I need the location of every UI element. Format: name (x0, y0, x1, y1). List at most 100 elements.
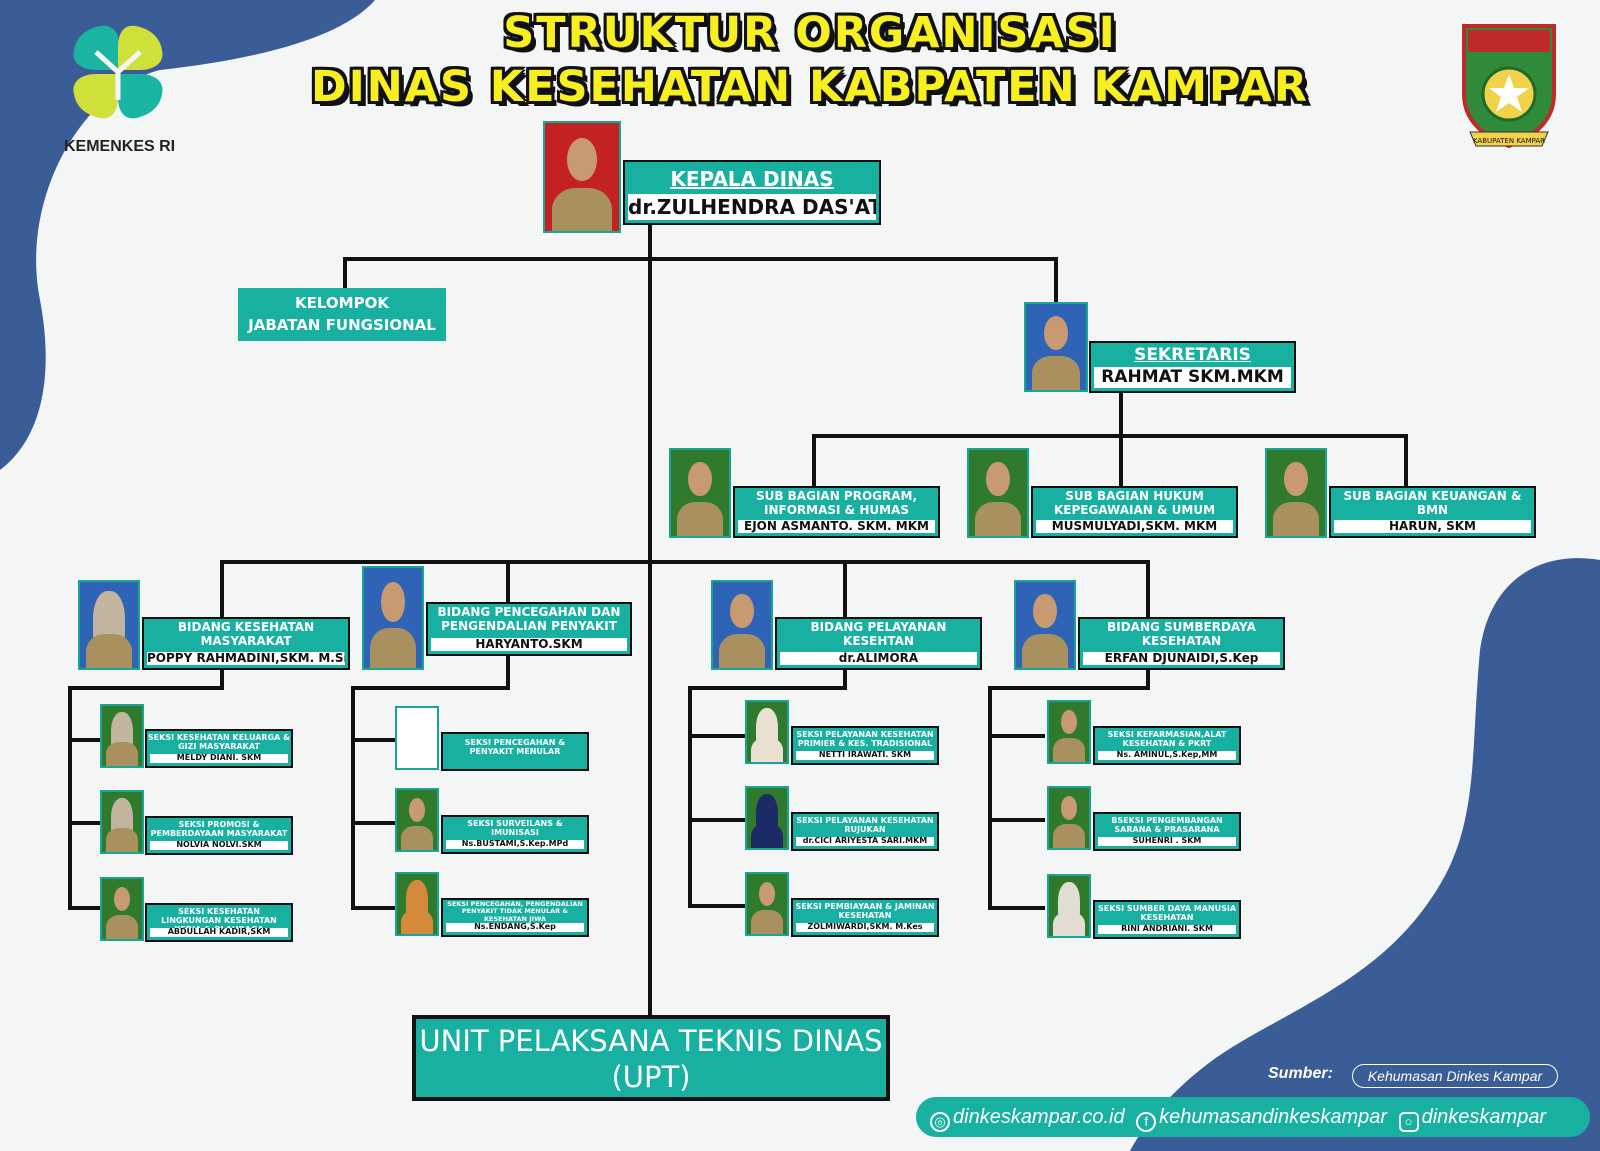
seksi-box: SEKSI SURVEILANS & IMUNISASI Ns.BUSTAMI,… (441, 815, 589, 854)
seksi-photo (1047, 874, 1091, 938)
seksi-box: BSEKSI PENGEMBANGAN SARANA & PRASARANA S… (1093, 812, 1241, 851)
instagram-link[interactable]: dinkeskampar (1421, 1106, 1547, 1128)
seksi-label: SEKSI PENCEGAHAN & PENYAKIT MENULAR (464, 738, 566, 757)
chart-title-line1: STRUKTUR ORGANISASI (503, 8, 1117, 58)
website-link[interactable]: dinkeskampar.co.id (953, 1106, 1125, 1128)
sub-bagian-photo (967, 448, 1029, 538)
bidang-label: BIDANG SUMBERDAYA KESEHATAN (1107, 620, 1256, 648)
bidang-photo (711, 580, 773, 670)
bidang-box: BIDANG SUMBERDAYA KESEHATAN ERFAN DJUNAI… (1078, 617, 1285, 670)
seksi-box: SEKSI SUMBER DAYA MANUSIA KESEHATAN RINI… (1093, 900, 1241, 939)
seksi-name: ZOLMIWARDI,SKM. M.Kes (796, 923, 934, 932)
bidang-name: ERFAN DJUNAIDI,S.Kep (1083, 651, 1280, 665)
seksi-name: MELDY DIANI. SKM (150, 754, 288, 763)
bidang-photo (1014, 580, 1076, 670)
bidang-photo (362, 566, 424, 670)
bidang-box: BIDANG PELAYANAN KESEHTAN dr.ALIMORA (775, 617, 982, 670)
seksi-photo-empty (395, 706, 439, 770)
seksi-name: Ns.ENDANG,S.Kep (446, 923, 584, 932)
bidang-label: BIDANG KESEHATAN MASYARAKAT (177, 620, 315, 648)
chart-title-line2: DINAS KESEHATAN KABPATEN KAMPAR (311, 62, 1309, 112)
seksi-label: SEKSI PEMBIAYAAN & JAMINAN KESEHATAN (795, 902, 935, 921)
top-left-blob (0, 0, 375, 470)
seksi-name: SUHENRI . SKM (1098, 837, 1236, 846)
source-label: Sumber: (1268, 1065, 1333, 1082)
seksi-label: SEKSI KESEHATAN KELUARGA & GIZI MASYARAK… (147, 733, 291, 752)
seksi-photo (100, 704, 144, 768)
seksi-photo (1047, 786, 1091, 850)
bidang-box: BIDANG KESEHATAN MASYARAKAT POPPY RAHMAD… (142, 617, 350, 670)
seksi-name: RINI ANDRIANI. SKM (1098, 925, 1236, 934)
bidang-name: HARYANTO.SKM (431, 637, 627, 651)
seksi-name: dr.CICI ARIYESTA SARI.MKM (796, 837, 934, 846)
seksi-box: SEKSI PELAYANAN KESEHATAN RUJUKAN dr.CIC… (791, 812, 939, 851)
seksi-label: BSEKSI PENGEMBANGAN SARANA & PRASARANA (1111, 816, 1223, 835)
seksi-photo (395, 872, 439, 936)
seksi-photo (100, 877, 144, 941)
secretary-box: SEKRETARIS RAHMAT SKM.MKM (1089, 341, 1296, 393)
sub-bagian-box: SUB BAGIAN HUKUM KEPEGAWAIAN & UMUM MUSM… (1031, 486, 1238, 538)
seksi-photo (100, 790, 144, 854)
bidang-label: BIDANG PENCEGAHAN DAN PENGENDALIAN PENYA… (437, 605, 621, 633)
kampar-ribbon-text: KABUPATEN KAMPAR (1473, 137, 1545, 145)
seksi-box: SEKSI PENCEGAHAN & PENYAKIT MENULAR (441, 732, 589, 771)
seksi-box: SEKSI KESEHATAN LINGKUNGAN KESEHATAN KER… (145, 903, 293, 942)
seksi-label: SEKSI PELAYANAN KESEHATAN RUJUKAN (796, 816, 934, 835)
seksi-name: Ns.BUSTAMI,S.Kep.MPd (446, 840, 584, 849)
seksi-label: SEKSI SUMBER DAYA MANUSIA KESEHATAN (1097, 904, 1237, 923)
seksi-photo (745, 700, 789, 764)
sub-bagian-photo (1265, 448, 1327, 538)
source-value: Kehumasan Dinkes Kampar (1352, 1064, 1558, 1088)
seksi-photo (1047, 700, 1091, 764)
seksi-box: SEKSI PROMOSI & PEMBERDAYAAN MASYARAKAT … (145, 816, 293, 855)
functional-line1: KELOMPOK (295, 294, 389, 312)
seksi-name: Ns. AMINUL,S.Kep,MM (1098, 751, 1236, 760)
seksi-box: SEKSI PENCEGAHAN, PENGENDALIAN PENYAKIT … (441, 898, 589, 937)
globe-icon: ◎ (930, 1112, 950, 1132)
bidang-box: BIDANG PENCEGAHAN DAN PENGENDALIAN PENYA… (426, 602, 632, 656)
bidang-name: POPPY RAHMADINI,SKM. M.Si (147, 651, 345, 665)
seksi-label: SEKSI PELAYANAN KESEHATAN PRIMIER & KES.… (796, 730, 934, 749)
seksi-box: SEKSI KEFARMASIAN,ALAT KESEHATAN & PKRT … (1093, 726, 1241, 765)
bidang-label: BIDANG PELAYANAN KESEHTAN (810, 620, 947, 648)
kemenkes-logo-text: KEMENKES RI (64, 138, 176, 155)
sub-bagian-box: SUB BAGIAN KEUANGAN & BMN HARUN, SKM (1329, 486, 1536, 538)
functional-group-box: KELOMPOK JABATAN FUNGSIONAL (238, 288, 446, 341)
sub-bagian-box: SUB BAGIAN PROGRAM, INFORMASI & HUMAS EJ… (733, 486, 940, 538)
upt-line2: (UPT) (611, 1060, 691, 1094)
sub-bagian-label: SUB BAGIAN HUKUM KEPEGAWAIAN & UMUM (1053, 489, 1216, 517)
seksi-box: SEKSI KESEHATAN KELUARGA & GIZI MASYARAK… (145, 729, 293, 768)
kampar-emblem-icon: KABUPATEN KAMPAR (1462, 24, 1556, 149)
facebook-link[interactable]: kehumasandinkeskampar (1159, 1106, 1388, 1128)
bidang-photo (78, 580, 140, 670)
instagram-icon: ○ (1398, 1112, 1419, 1132)
seksi-name: NETTI IRAWATI. SKM (796, 751, 934, 760)
seksi-box: SEKSI PELAYANAN KESEHATAN PRIMIER & KES.… (791, 726, 939, 765)
upt-line1: UNIT PELAKSANA TEKNIS DINAS (419, 1024, 883, 1058)
seksi-label: SEKSI KEFARMASIAN,ALAT KESEHATAN & PKRT (1107, 730, 1227, 749)
head-photo (543, 121, 621, 233)
seksi-label: SEKSI SURVEILANS & IMUNISASI (467, 819, 563, 838)
seksi-photo (745, 872, 789, 936)
sub-bagian-label: SUB BAGIAN KEUANGAN & BMN (1343, 489, 1522, 517)
head-label: KEPALA DINAS (670, 167, 834, 191)
head-name: dr.ZULHENDRA DAS'AT (628, 194, 876, 220)
kemenkes-logo-icon (73, 25, 163, 119)
sub-bagian-photo (669, 448, 731, 538)
seksi-name: NOLVIA NOLVI.SKM (150, 841, 288, 850)
sub-bagian-name: HARUN, SKM (1334, 519, 1531, 533)
upt-box: UNIT PELAKSANA TEKNIS DINAS (UPT) (412, 1015, 890, 1101)
head-box: KEPALA DINAS dr.ZULHENDRA DAS'AT (623, 160, 881, 225)
secretary-name: RAHMAT SKM.MKM (1094, 367, 1291, 388)
secretary-photo (1024, 302, 1088, 392)
functional-line2: JABATAN FUNGSIONAL (248, 316, 436, 334)
seksi-label: SEKSI PROMOSI & PEMBERDAYAAN MASYARAKAT (150, 820, 288, 839)
seksi-box: SEKSI PEMBIAYAAN & JAMINAN KESEHATAN ZOL… (791, 898, 939, 937)
bottom-right-blob (1130, 558, 1600, 1151)
facebook-icon: f (1136, 1112, 1157, 1132)
sub-bagian-label: SUB BAGIAN PROGRAM, INFORMASI & HUMAS (755, 489, 918, 517)
